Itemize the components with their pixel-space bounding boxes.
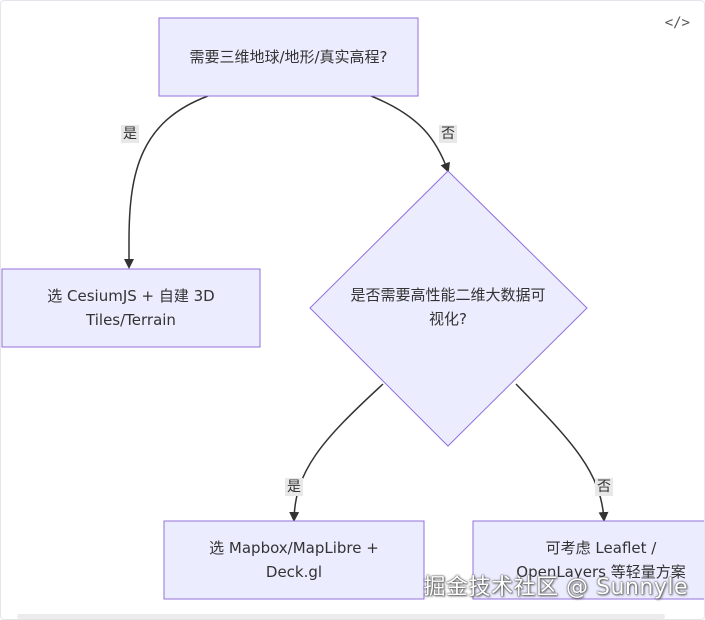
horizontal-scrollbar[interactable] xyxy=(17,614,665,619)
node-cesium-box xyxy=(1,268,261,348)
edge-decision-to-mapbox xyxy=(289,383,384,522)
node-mapbox-label: 选 Mapbox/MapLibre + Deck.gl xyxy=(209,539,379,581)
node-leaflet-label: 可考虑 Leaflet / OpenLayers 等轻量方案 xyxy=(516,539,686,581)
edge-start-to-decision xyxy=(370,95,450,173)
node-cesium-label: 选 CesiumJS + 自建 3D Tiles/Terrain xyxy=(47,287,215,329)
node-start-label: 需要三维地球/地形/真实高程? xyxy=(189,48,388,66)
node-decision-diamond xyxy=(309,170,588,447)
node-start-box xyxy=(158,17,419,97)
node-mapbox-box xyxy=(163,520,425,600)
node-decision-label: 是否需要高性能二维大数据可视化? xyxy=(350,286,546,328)
edge-label-yes-1: 是 xyxy=(121,125,139,143)
edge-label-yes-2: 是 xyxy=(285,478,303,496)
watermark: 掘金技术社区 @ Sunnyle xyxy=(423,575,688,600)
node-leaflet-box xyxy=(472,520,704,600)
code-icon[interactable]: </> xyxy=(664,15,690,31)
edge-label-no-2: 否 xyxy=(595,478,613,496)
edge-start-to-cesium xyxy=(124,95,209,269)
edge-label-no-1: 否 xyxy=(439,125,457,143)
edge-decision-to-leaflet xyxy=(515,383,609,522)
